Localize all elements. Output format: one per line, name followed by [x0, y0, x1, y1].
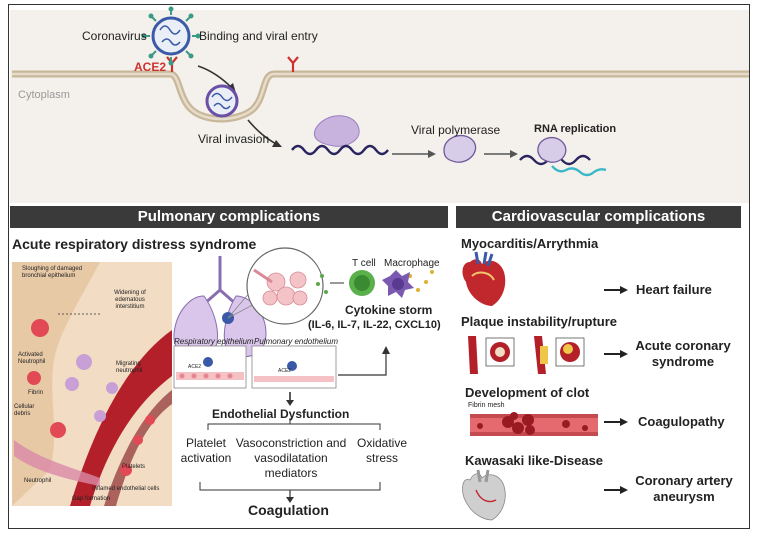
- cytokine-storm-title: Cytokine storm: [345, 303, 433, 317]
- alveoli-zoom-icon: [246, 247, 324, 325]
- viral-rna: [291, 144, 389, 156]
- gap-formation-label: Gap formation: [72, 496, 111, 502]
- macrophage-icon: [382, 270, 414, 298]
- coagulopathy-label: Coagulopathy: [638, 414, 725, 429]
- cellular-debris-label: Cellular debris: [14, 404, 35, 417]
- vasoconstriction-label: Vasoconstriction and vasodilatation medi…: [235, 436, 347, 480]
- replicated-rna: [551, 165, 607, 177]
- polymerase-icon: [443, 134, 477, 163]
- ards-title: Acute respiratory distress syndrome: [12, 236, 257, 252]
- polymerase-arrow-head: [510, 150, 518, 158]
- activated-neutrophil-label: Activated Neutrophil: [18, 352, 46, 365]
- heart-icon-kawasaki: [462, 469, 506, 521]
- oxidative-stress-label: Oxidative stress: [356, 436, 408, 465]
- kawasaki-label: Kawasaki like-Disease: [465, 453, 604, 468]
- lungs-icon: [173, 256, 267, 358]
- endothelial-dysfunction-label: Endothelial Dysfunction: [212, 407, 350, 421]
- macrophage-label: Macrophage: [384, 258, 440, 269]
- platelet-activation-label: Platelet activation: [180, 436, 232, 465]
- cardio-header: Cardiovascular complications: [456, 206, 741, 228]
- coagulation-arrow-head: [286, 497, 294, 503]
- ace2-small-label-2: ACE2: [278, 368, 292, 374]
- caa-label: Coronary artery aneurysm: [635, 473, 733, 504]
- platelets-label: Platelets: [122, 464, 146, 470]
- inflamed-endothelial-label: Inflamed endothelial cells: [92, 486, 160, 492]
- viral-entry-panel: [10, 10, 749, 203]
- t-cell-label: T cell: [352, 258, 376, 269]
- acs-label: Acute coronary syndrome: [635, 338, 731, 369]
- binding-label: Binding and viral entry: [199, 29, 318, 43]
- ards-histology-illustration: [12, 262, 172, 506]
- invasion-arrow-head: [272, 140, 282, 147]
- sloughing-label: Sloughing of damaged bronchial epitheliu…: [22, 266, 83, 279]
- cytoplasm-label: Cytoplasm: [18, 89, 70, 101]
- entry-arrow: [197, 65, 233, 89]
- ace2-small-label-1: ACE2: [188, 364, 202, 370]
- plaque-illustration: [468, 336, 585, 374]
- coagulation-label: Coagulation: [248, 502, 329, 518]
- fibrin-mesh-label: Fibrin mesh: [468, 402, 505, 409]
- cardio-arrows: [604, 289, 622, 491]
- cytokine-feedback-arrow-head: [382, 346, 390, 354]
- dysfunction-branch: [207, 423, 381, 430]
- fibrin-label: Fibrin: [28, 390, 44, 396]
- cytokine-list: (IL-6, IL-7, IL-22, CXCL10): [308, 319, 441, 331]
- coagulation-collector: [199, 482, 381, 491]
- ace2-label: ACE2: [134, 60, 167, 74]
- pulmonary-endothelium-label: Pulmonary endothelium: [254, 337, 339, 346]
- membrane-inner: [12, 72, 749, 121]
- ace2-receptor-right: [287, 56, 299, 72]
- myocarditis-label: Myocarditis/Arrythmia: [461, 236, 599, 251]
- invading-virus-icon: [205, 84, 239, 118]
- down-arrow-1-head: [286, 400, 294, 406]
- viral-polymerase-label: Viral polymerase: [411, 123, 501, 137]
- invasion-arrow: [247, 119, 277, 145]
- respiratory-epithelium-panel: [173, 345, 247, 389]
- rna-replication-label: RNA replication: [534, 123, 617, 135]
- replication-polymerase: [537, 136, 567, 163]
- rna-arrow-head: [428, 150, 436, 158]
- viral-invasion-label: Viral invasion: [198, 132, 270, 146]
- uncoating-vesicle: [314, 115, 360, 147]
- neutrophil-label: Neutrophil: [24, 478, 52, 484]
- cardio-arrow-heads: [620, 286, 628, 494]
- cell-membrane: [12, 70, 749, 123]
- cytokine-feedback-arrow: [338, 352, 387, 376]
- coronavirus-icon: [141, 6, 201, 66]
- pulmonary-endothelium-panel: [251, 345, 337, 389]
- widening-label: Widening of edematous interstitium: [114, 290, 146, 310]
- migrating-neutrophil-label: Migrating neutrophil: [116, 361, 143, 374]
- coronavirus-label: Coronavirus: [82, 29, 147, 43]
- clot-label: Development of clot: [465, 385, 590, 400]
- respiratory-epithelium-label: Respiratory epithelium: [174, 337, 254, 346]
- cytokine-particles: [316, 270, 434, 294]
- heart-icon-myocarditis: [462, 251, 506, 306]
- clot-vessel-illustration: [470, 412, 598, 436]
- pulmonary-header: Pulmonary complications: [10, 206, 448, 228]
- heart-failure-label: Heart failure: [636, 282, 712, 297]
- t-cell-icon: [349, 270, 375, 296]
- plaque-label: Plaque instability/rupture: [461, 314, 618, 329]
